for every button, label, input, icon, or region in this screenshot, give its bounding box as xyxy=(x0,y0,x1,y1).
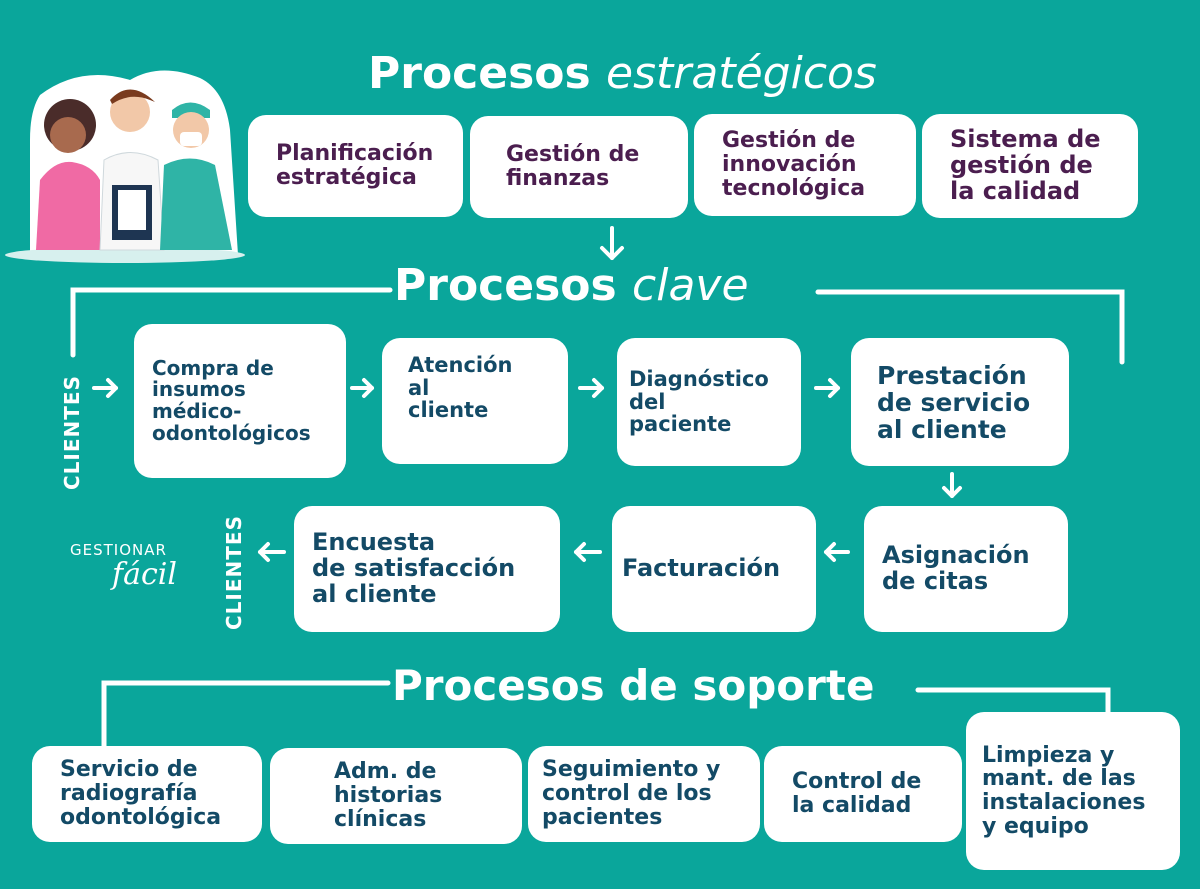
clients-label-input: CLIENTES xyxy=(60,375,84,490)
strategic-box-quality-system: Sistema de gestión de la calidad xyxy=(922,114,1138,218)
key-box-label: Encuesta de satisfacción al cliente xyxy=(312,528,516,608)
support-box-quality-control: Control de la calidad xyxy=(764,746,962,842)
key-heading-prefix: Procesos xyxy=(394,260,617,311)
strategic-box-label: Sistema de gestión de la calidad xyxy=(950,125,1101,205)
key-box-service: Prestación de servicio al cliente xyxy=(851,338,1069,466)
strategic-heading: Procesos estratégicos xyxy=(368,52,877,96)
support-box-radiography: Servicio de radiografía odontológica xyxy=(32,746,262,842)
strategic-box-label: Gestión de innovación tecnológica xyxy=(722,128,866,201)
key-bracket-line xyxy=(815,289,1125,365)
support-box-records: Adm. de historias clínicas xyxy=(270,748,522,844)
arrow-down-icon xyxy=(600,226,624,260)
clients-label-output: CLIENTES xyxy=(222,515,246,630)
arrow-left-icon xyxy=(258,542,286,562)
strategic-box-label: Planificación estratégica xyxy=(276,141,434,190)
support-heading: Procesos de soporte xyxy=(392,661,875,710)
support-box-label: Adm. de historias clínicas xyxy=(334,759,443,832)
key-heading-suffix: clave xyxy=(632,260,749,311)
key-box-diagnosis: Diagnóstico del paciente xyxy=(617,338,801,466)
key-box-label: Diagnóstico del paciente xyxy=(629,366,769,437)
key-box-label: Facturación xyxy=(622,554,781,583)
arrow-left-icon xyxy=(824,542,850,562)
key-box-billing: Facturación xyxy=(612,506,816,632)
arrow-right-icon xyxy=(578,378,604,398)
logo-facil: fácil xyxy=(112,557,177,592)
key-box-label: Asignación de citas xyxy=(882,541,1030,595)
arrow-left-icon xyxy=(574,542,602,562)
arrow-right-icon xyxy=(814,378,840,398)
support-box-label: Seguimiento y control de los pacientes xyxy=(542,757,721,830)
medical-staff-illustration xyxy=(5,70,245,263)
key-box-purchasing: Compra de insumos médico- odontológicos xyxy=(134,324,346,478)
key-bracket-line xyxy=(70,287,393,358)
support-bracket-line xyxy=(101,680,391,753)
support-box-label: Control de la calidad xyxy=(792,769,922,818)
strategic-heading-prefix: Procesos xyxy=(368,48,591,99)
key-box-customer-care: Atención al cliente xyxy=(382,338,568,464)
support-box-label: Limpieza y mant. de las instalaciones y … xyxy=(982,742,1146,839)
strategic-box-innovation: Gestión de innovación tecnológica xyxy=(694,114,916,216)
strategic-box-finance: Gestión de finanzas xyxy=(470,116,688,218)
key-box-appointments: Asignación de citas xyxy=(864,506,1068,632)
logo-gestionar: GESTIONAR xyxy=(70,541,167,559)
strategic-box-label: Gestión de finanzas xyxy=(506,142,640,191)
key-box-label: Atención al cliente xyxy=(408,353,513,423)
arrow-right-icon xyxy=(350,378,374,398)
support-bracket-line xyxy=(915,687,1111,715)
key-box-label: Compra de insumos médico- odontológicos xyxy=(152,355,311,445)
support-box-maintenance: Limpieza y mant. de las instalaciones y … xyxy=(966,712,1180,870)
arrow-down-icon xyxy=(942,472,962,498)
arrow-right-icon xyxy=(92,378,118,398)
support-box-label: Servicio de radiografía odontológica xyxy=(60,757,222,830)
key-box-survey: Encuesta de satisfacción al cliente xyxy=(294,506,560,632)
key-box-label: Prestación de servicio al cliente xyxy=(877,360,1031,444)
strategic-heading-suffix: estratégicos xyxy=(606,48,877,99)
strategic-box-planning: Planificación estratégica xyxy=(248,115,463,217)
key-heading: Procesos clave xyxy=(394,264,749,308)
support-box-followup: Seguimiento y control de los pacientes xyxy=(528,746,760,842)
